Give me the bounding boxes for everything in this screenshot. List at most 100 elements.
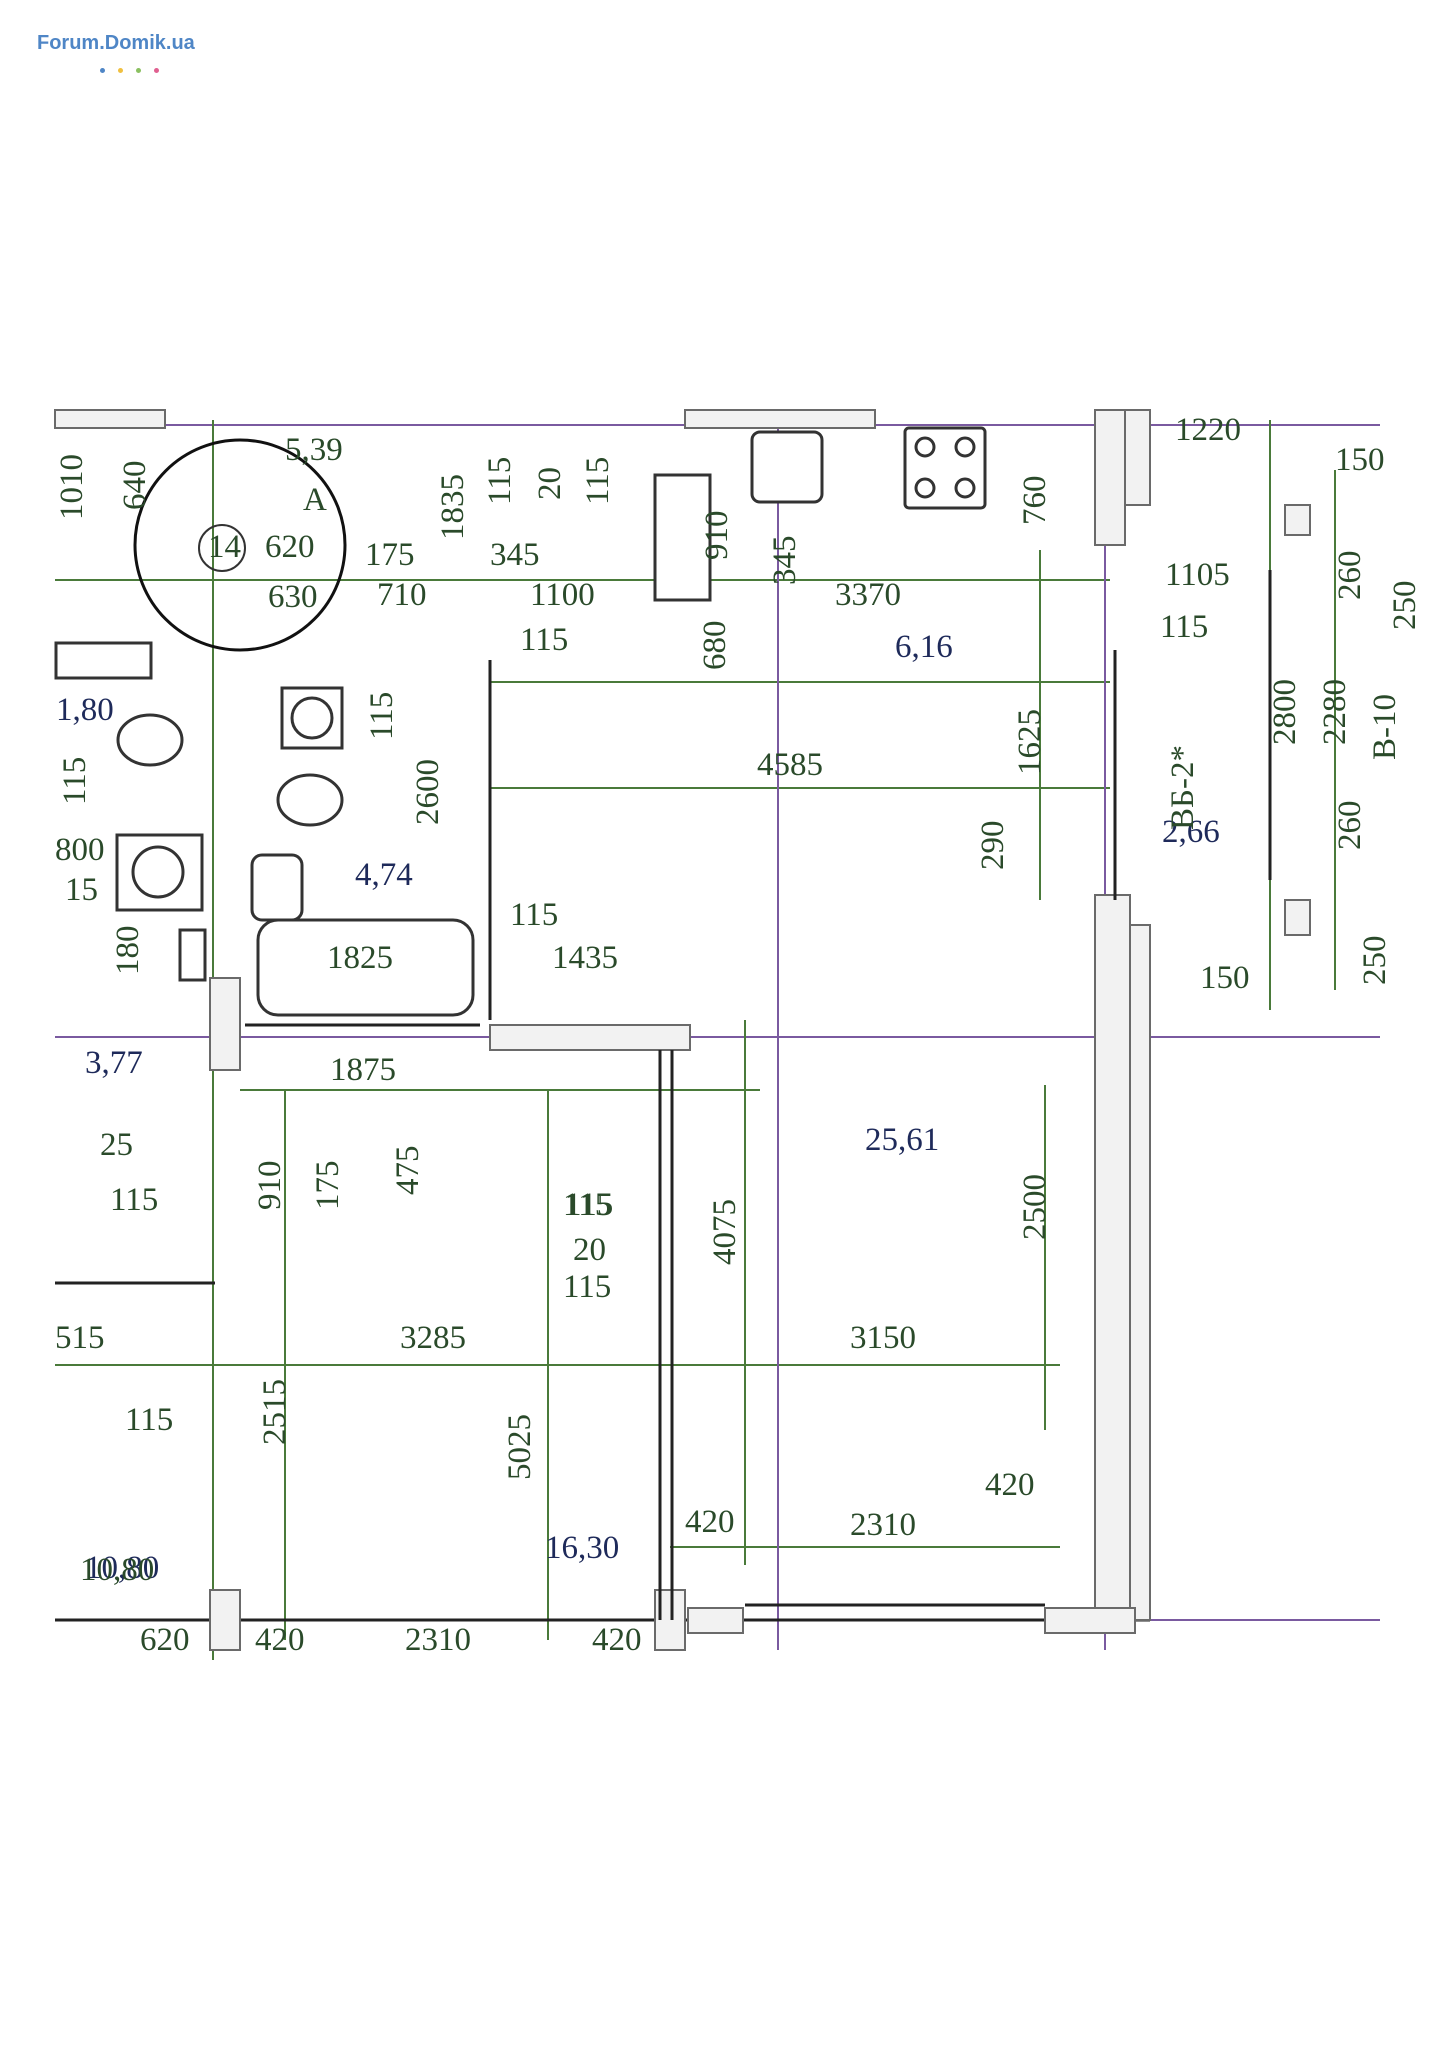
dim-v-25: 4075 [707, 1199, 743, 1265]
callout-number: 14 [208, 529, 241, 565]
callout-dim-1: 5,39 [285, 432, 343, 468]
dim-h-18: 115 [563, 1187, 611, 1223]
dim-v-19: 250 [1357, 936, 1393, 986]
dim-h-26: 420 [985, 1467, 1035, 1503]
dim-v-26: 2500 [1017, 1174, 1053, 1240]
sink-icon [750, 430, 824, 504]
callout-letter: A [303, 482, 327, 518]
dim-h-4: 175 [365, 537, 415, 573]
room-left-area: 10,80 [85, 1550, 159, 1586]
dim-v-27: 5025 [502, 1414, 538, 1480]
room-kitchen-area: 6,16 [895, 629, 953, 665]
dim-v-13: 115 [364, 692, 400, 740]
dim-v-22: 910 [252, 1161, 288, 1211]
room-left-bath-area: 3,77 [85, 1045, 143, 1081]
dim-v-28: 2515 [257, 1379, 293, 1445]
dim-v-8: 760 [1017, 476, 1053, 526]
dim-v-7: 345 [767, 536, 803, 586]
dim-v-20: 180 [110, 926, 146, 976]
dim-h-27: 2310 [850, 1507, 916, 1543]
dim-h-34: 15 [65, 872, 98, 908]
room-labels: 6,16 25,61 4,74 2,66 16,30 10,80 3,77 1,… [56, 629, 1220, 1586]
dim-h-20: 115 [563, 1269, 611, 1305]
room-bath-area: 4,74 [355, 857, 413, 893]
dim-h-5: 710 [377, 577, 427, 613]
dim-h-35: 620 [140, 1622, 190, 1658]
dim-v-18: 260 [1332, 801, 1368, 851]
dim-v-5: 115 [580, 457, 616, 505]
room-balcony-area: 2,66 [1162, 814, 1220, 850]
dim-v-12: 2600 [410, 759, 446, 825]
dim-v-6: 910 [699, 511, 735, 561]
dim-h-1: 150 [1335, 442, 1385, 478]
dim-h-30: 2310 [405, 1622, 471, 1658]
dim-h-3: 115 [1160, 609, 1208, 645]
dim-h-0: 1220 [1175, 412, 1241, 448]
dim-h-33: 800 [55, 832, 105, 868]
toilet-icon [276, 773, 344, 827]
dim-h-25: 420 [685, 1504, 735, 1540]
dim-h-8: 115 [520, 622, 568, 658]
dim-h-28: 10,80 [80, 1552, 154, 1588]
dim-h-15: 1875 [330, 1052, 396, 1088]
dim-v-24: 475 [390, 1146, 426, 1196]
dot-green [136, 68, 141, 73]
dim-h-17: 115 [110, 1182, 158, 1218]
dim-h-22: 3285 [400, 1320, 466, 1356]
dim-h-10: 3370 [835, 577, 901, 613]
dim-h-9: 115 [565, 1187, 613, 1223]
dim-h-14: 1435 [552, 940, 618, 976]
dim-v-1: 640 [117, 461, 153, 511]
room-bedroom-area: 16,30 [545, 1530, 619, 1566]
dot-pink [154, 68, 159, 73]
dim-v-3: 115 [482, 457, 518, 505]
dim-h-6: 345 [490, 537, 540, 573]
callout-dim-2: 620 [265, 529, 315, 565]
room-left-hall-dim: 1,80 [56, 692, 114, 728]
dim-h-29: 420 [255, 1622, 305, 1658]
dim-h-23: 3150 [850, 1320, 916, 1356]
dim-v-15: 250 [1387, 581, 1423, 631]
window-tags: ВБ-2* В-10 [1165, 694, 1403, 830]
dot-blue [100, 68, 105, 73]
dim-v-10: 1625 [1012, 709, 1048, 775]
walls [54, 409, 1311, 1651]
dim-v-4: 20 [532, 467, 568, 500]
dim-h-12: 1825 [327, 940, 393, 976]
horizontal-dimensions: 1220 150 1105 115 175 710 345 1100 115 115 3370 458… [55, 412, 1385, 1658]
window-tag-b10: В-10 [1367, 694, 1403, 760]
dim-v-17: 2280 [1317, 679, 1353, 745]
dim-v-16: 2800 [1267, 679, 1303, 745]
grid-lines [55, 415, 1380, 1660]
dim-v-9: 680 [697, 621, 733, 671]
dim-h-24: 115 [125, 1402, 173, 1438]
watermark-logo: Forum.Domik.ua [37, 32, 195, 54]
vertical-dimensions: 1010 640 1835 115 20 115 910 345 760 680 1625 290 26… [54, 454, 1423, 1480]
dim-v-11: 290 [975, 821, 1011, 871]
dim-v-0: 1010 [54, 454, 90, 520]
dim-v-23: 175 [310, 1161, 346, 1211]
dim-h-16: 25 [100, 1127, 133, 1163]
dim-h-7: 1100 [530, 577, 595, 613]
dim-h-32: 150 [1200, 960, 1250, 996]
fixtures [54, 426, 987, 1017]
left-toilet-icon [116, 713, 184, 767]
window-tag-vb2: ВБ-2* [1165, 745, 1201, 830]
dim-h-11: 4585 [757, 747, 823, 783]
bathtub-icon [256, 918, 475, 1017]
dim-h-13: 115 [510, 897, 558, 933]
dim-h-21: 515 [55, 1320, 105, 1356]
stove-icon [903, 426, 987, 510]
dim-v-2: 1835 [435, 474, 471, 540]
room-living-area: 25,61 [865, 1122, 939, 1158]
callout-a: 14 A 5,39 620 630 [133, 432, 347, 652]
washbasin-icon [250, 853, 304, 922]
dim-h-31: 420 [592, 1622, 642, 1658]
dim-h-2: 1105 [1165, 557, 1230, 593]
dim-v-21: 115 [57, 757, 93, 805]
dot-yellow [118, 68, 123, 73]
dim-v-14: 260 [1332, 551, 1368, 601]
watermark-dots [100, 60, 172, 78]
callout-dim-3: 630 [268, 579, 318, 615]
